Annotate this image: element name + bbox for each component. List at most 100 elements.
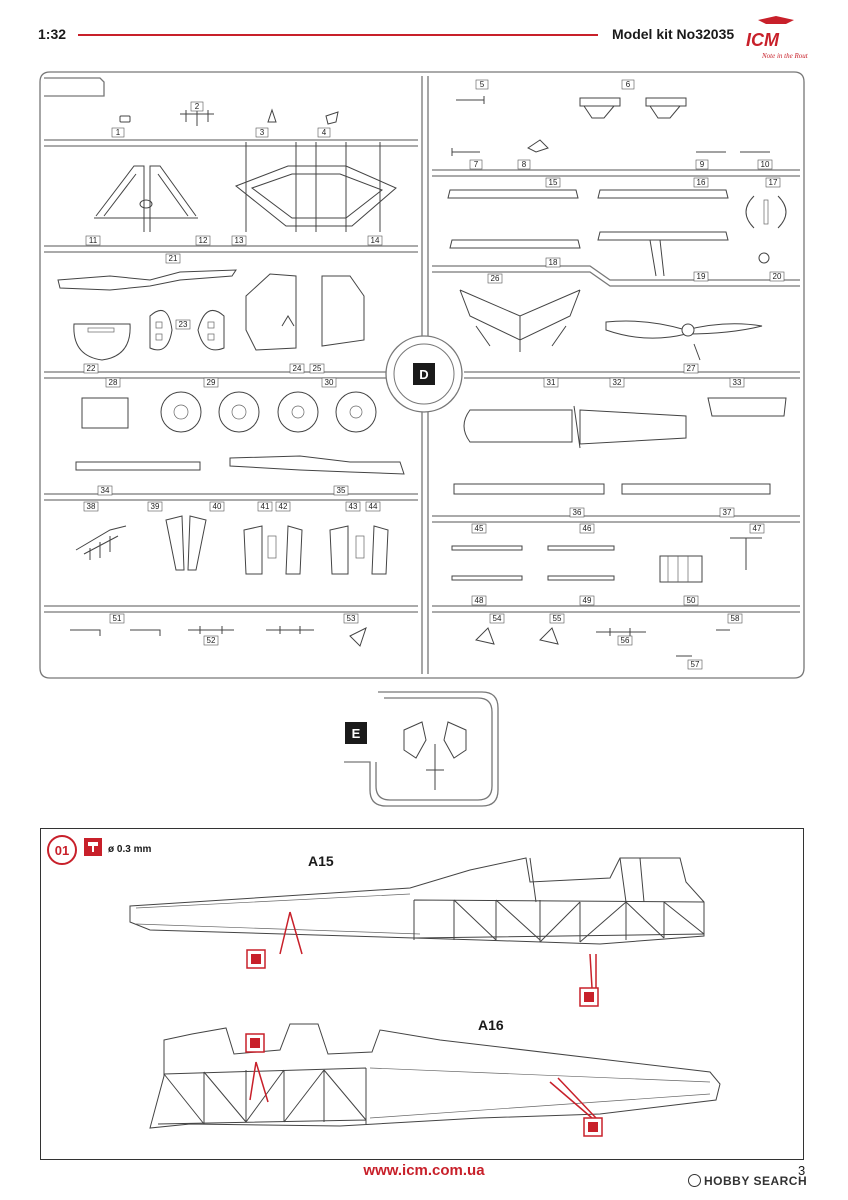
part-1 [119, 115, 131, 123]
tag-22: 22 [83, 363, 99, 374]
part-7-8 [451, 139, 549, 156]
svg-text:47: 47 [753, 524, 762, 533]
part-39-40 [165, 515, 207, 571]
svg-text:17: 17 [769, 178, 778, 187]
right-runners [432, 169, 800, 613]
svg-text:48: 48 [475, 596, 484, 605]
svg-text:9: 9 [700, 160, 705, 169]
drill-marker-a16-2 [549, 1077, 603, 1137]
svg-text:25: 25 [313, 364, 322, 373]
part-20 [758, 252, 770, 264]
tag-31: 31 [543, 377, 559, 388]
tag-7: 7 [469, 159, 483, 170]
svg-text:55: 55 [553, 614, 562, 623]
part-50 [659, 555, 703, 583]
drill-icon [84, 838, 102, 856]
part-3 [267, 108, 277, 123]
svg-text:23: 23 [179, 320, 188, 329]
watermark-text: HOBBY SEARCH [704, 1174, 808, 1188]
tag-49: 49 [579, 595, 595, 606]
svg-text:38: 38 [87, 502, 96, 511]
tag-6: 6 [621, 79, 635, 90]
part-34-35 [75, 455, 405, 475]
svg-text:53: 53 [347, 614, 356, 623]
tag-19: 19 [693, 271, 709, 282]
part-54-58 [475, 627, 730, 657]
tag-53: 53 [343, 613, 359, 624]
tag-50: 50 [683, 595, 699, 606]
tag-43: 43 [345, 501, 361, 512]
tag-13: 13 [231, 235, 247, 246]
kit-number: Model kit No32035 [612, 26, 735, 42]
part-28 [81, 397, 129, 429]
part-24-25 [245, 273, 365, 351]
fuselage-a15 [129, 857, 705, 945]
svg-text:20: 20 [773, 272, 782, 281]
svg-text:19: 19 [697, 272, 706, 281]
sprue-e-letter: E [352, 726, 361, 741]
part-15-16 [447, 189, 729, 199]
part-27-propeller [605, 320, 763, 361]
tag-1: 1 [111, 127, 125, 138]
part-51-53 [70, 626, 367, 647]
tag-47: 47 [749, 523, 765, 534]
tag-39: 39 [147, 501, 163, 512]
svg-text:54: 54 [493, 614, 502, 623]
svg-text:40: 40 [213, 502, 222, 511]
drill-marker-a16-1 [245, 1033, 269, 1103]
part-29-30-wheels [160, 391, 377, 433]
tag-55: 55 [549, 613, 565, 624]
tag-21: 21 [165, 253, 181, 264]
svg-text:32: 32 [613, 378, 622, 387]
part-6 [579, 97, 687, 119]
tag-27: 27 [683, 363, 699, 374]
page-number: 3 [798, 1163, 806, 1178]
part-23 [149, 309, 225, 351]
svg-text:36: 36 [573, 508, 582, 517]
tag-35: 35 [333, 485, 349, 496]
tag-44: 44 [365, 501, 381, 512]
tag-32: 32 [609, 377, 625, 388]
tag-52: 52 [203, 635, 219, 646]
tag-34: 34 [97, 485, 113, 496]
part-38 [75, 525, 127, 560]
part-45-49 [451, 545, 615, 581]
svg-text:11: 11 [89, 236, 98, 245]
svg-text:15: 15 [549, 178, 558, 187]
svg-text:50: 50 [687, 596, 696, 605]
tag-33: 33 [729, 377, 745, 388]
svg-text:34: 34 [101, 486, 110, 495]
svg-text:35: 35 [337, 486, 346, 495]
scale-label: 1:32 [38, 26, 67, 42]
svg-text:46: 46 [583, 524, 592, 533]
drill-marker-a15-1 [246, 911, 303, 969]
part-number-tags: 1 2 3 4 5 6 7 8 9 10 11 12 13 14 15 16 1… [83, 79, 785, 670]
tag-8: 8 [517, 159, 531, 170]
svg-text:27: 27 [687, 364, 696, 373]
svg-text:58: 58 [731, 614, 740, 623]
tag-16: 16 [693, 177, 709, 188]
svg-text:10: 10 [761, 160, 770, 169]
part-18 [449, 231, 729, 277]
tag-45: 45 [471, 523, 487, 534]
svg-text:31: 31 [547, 378, 556, 387]
sprue-e-frame [344, 691, 499, 807]
svg-text:29: 29 [207, 378, 216, 387]
tag-42: 42 [275, 501, 291, 512]
icm-logo: ICM Note in the Rout [746, 16, 809, 60]
step-01-frame [40, 828, 804, 1160]
svg-text:4: 4 [322, 128, 327, 137]
part-41-44 [243, 525, 389, 575]
drill-marker-a15-2 [579, 953, 599, 1007]
svg-text:43: 43 [349, 502, 358, 511]
part-22 [73, 323, 131, 361]
tag-26: 26 [487, 273, 503, 284]
part-a15-label: A15 [308, 853, 334, 869]
tag-57: 57 [687, 659, 703, 670]
footer-url[interactable]: www.icm.com.ua [363, 1162, 485, 1179]
part-26 [459, 289, 581, 352]
svg-text:45: 45 [475, 524, 484, 533]
step-number: 01 [55, 843, 69, 858]
tag-14: 14 [367, 235, 383, 246]
tag-11: 11 [85, 235, 101, 246]
